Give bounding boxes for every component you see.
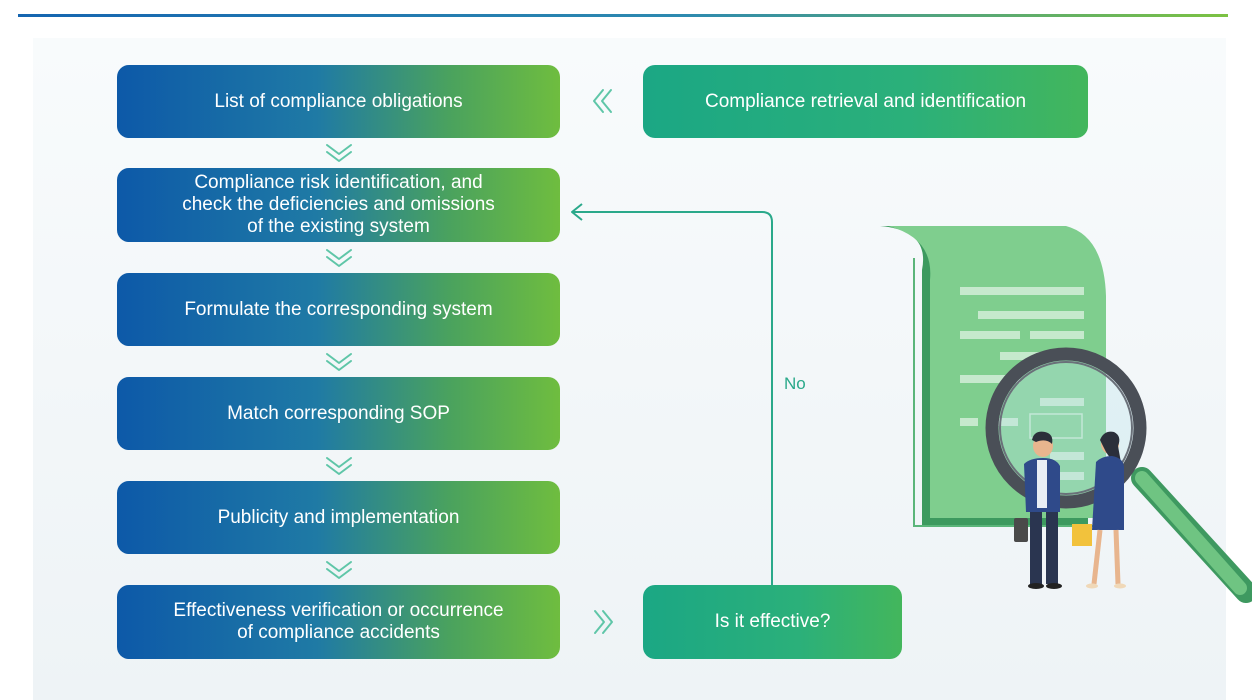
step-label: Publicity and implementation [217, 506, 460, 528]
chevron-down-icon [326, 561, 352, 579]
chevron-down-icon [326, 353, 352, 371]
feedback-arrow [571, 203, 773, 585]
chevron-left-icon [593, 89, 612, 113]
chevron-down-icon [326, 249, 352, 267]
chevron-right-icon [594, 610, 613, 634]
step-effectiveness-verification: Effectiveness verification or occurrence… [117, 578, 566, 659]
no-label: No [784, 374, 806, 393]
businesswoman-icon [1072, 431, 1126, 589]
decision-label: Is it effective? [714, 611, 831, 632]
step-label: List of compliance obligations [214, 90, 463, 112]
chevron-down-icon [326, 457, 352, 475]
chevron-down-icon [326, 144, 352, 162]
step-label: Compliance risk identification, and chec… [182, 172, 495, 237]
header-divider [18, 14, 1228, 17]
step-label: Match corresponding SOP [227, 402, 450, 424]
step-label: Formulate the corresponding system [184, 298, 493, 320]
retrieval-label: Compliance retrieval and identification [704, 90, 1027, 112]
businessman-icon [1014, 431, 1062, 589]
step-list-obligations: List of compliance obligations [117, 58, 566, 138]
step-label: Effectiveness verification or occurrence… [173, 600, 504, 643]
